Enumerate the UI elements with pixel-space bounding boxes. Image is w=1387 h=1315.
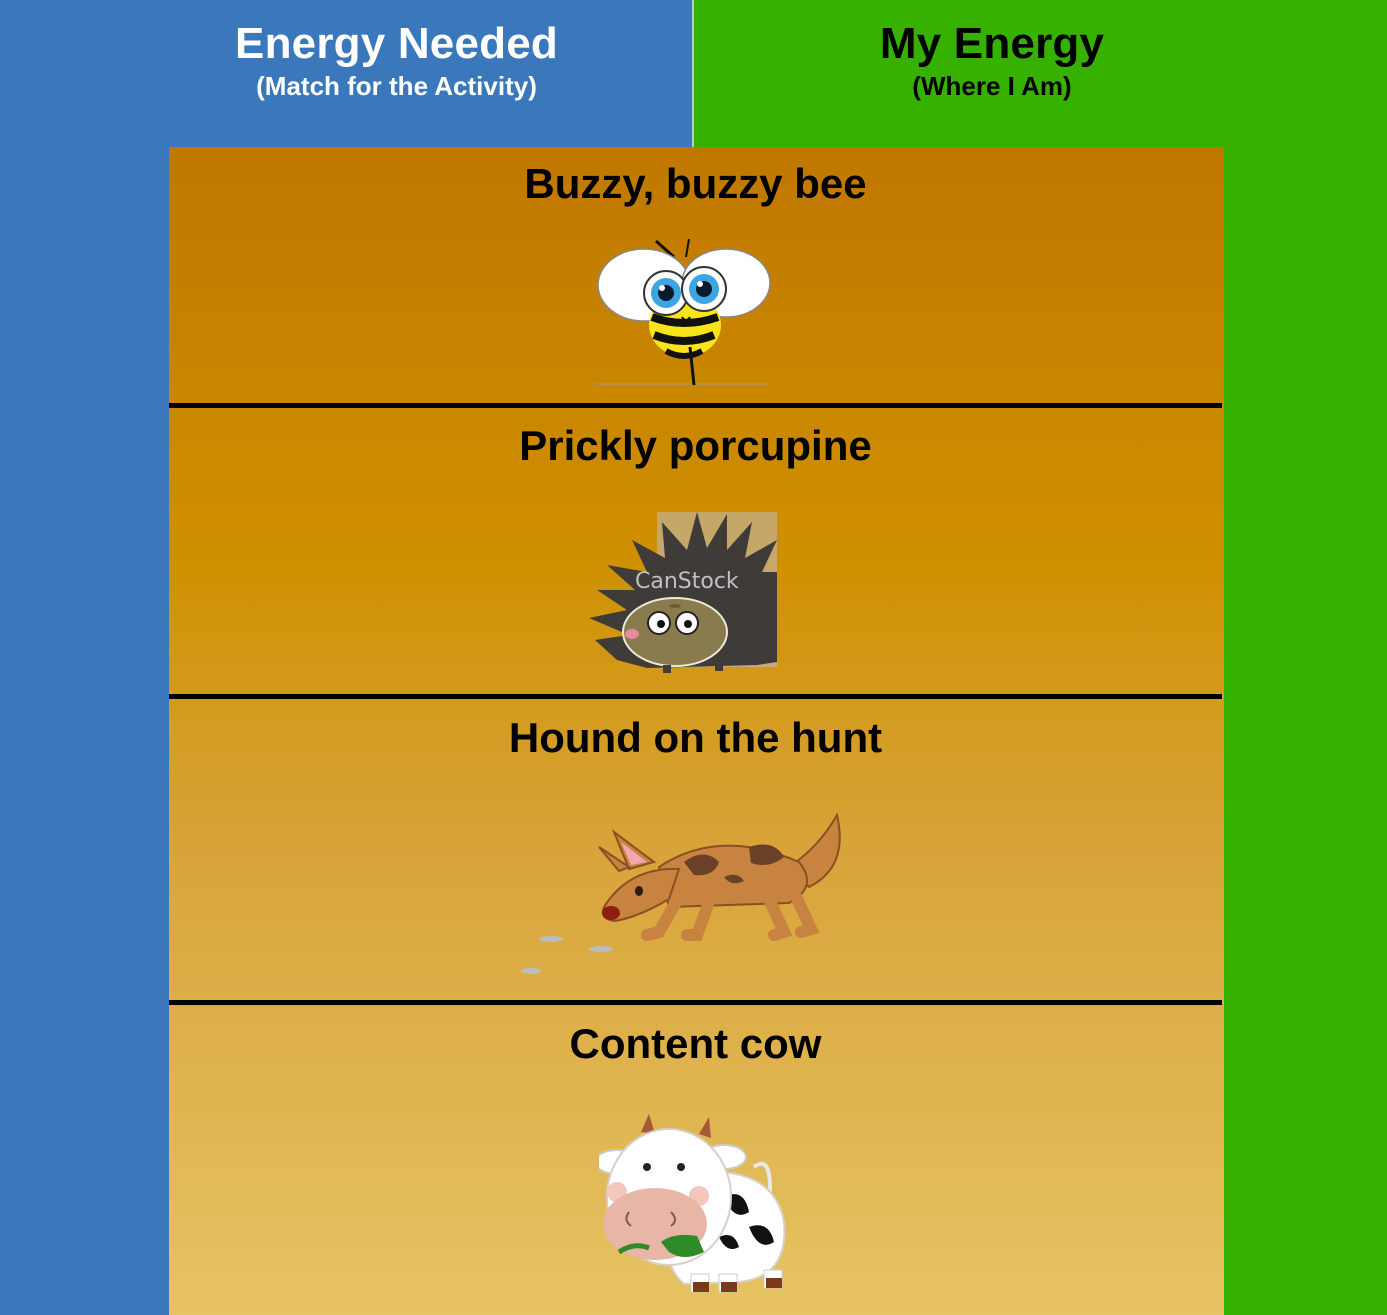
energy-levels-panel: Buzzy, buzzy bee [169,147,1224,1315]
hound-icon[interactable] [519,807,859,992]
energy-needed-title: Energy Needed [235,19,558,68]
energy-needed-subtitle: (Match for the Activity) [256,71,537,101]
energy-needed-header: Energy Needed (Match for the Activity) [0,18,793,102]
my-energy-header: My Energy (Where I Am) [694,18,1290,102]
my-energy-title: My Energy [879,19,1105,68]
cow-icon[interactable] [594,1112,799,1302]
column-divider [692,0,694,147]
level-label-hound[interactable]: Hound on the hunt [508,714,883,761]
level-separator [169,403,1222,408]
level-separator [169,1000,1222,1005]
my-energy-subtitle: (Where I Am) [912,71,1072,101]
level-label-porcupine[interactable]: Prickly porcupine [519,422,872,469]
level-label-bee[interactable]: Buzzy, buzzy bee [524,160,867,207]
level-separator [169,694,1222,699]
level-label-cow[interactable]: Content cow [569,1020,822,1067]
watermark-text: CanStock [635,569,739,594]
bee-icon[interactable] [594,237,774,392]
porcupine-icon[interactable]: CanStock [587,510,782,680]
